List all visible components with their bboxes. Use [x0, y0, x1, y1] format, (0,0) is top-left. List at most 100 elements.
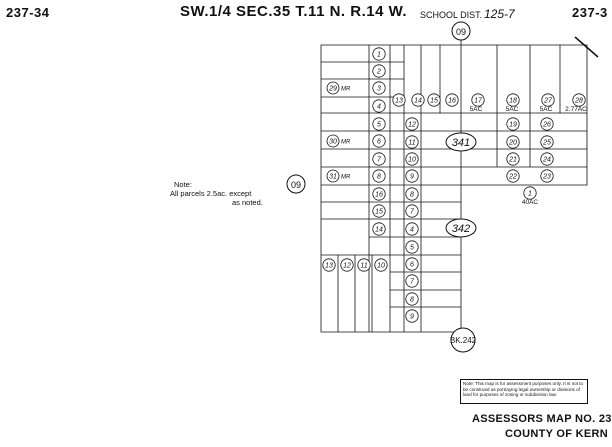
acreage-label: 2.77AC [565, 106, 587, 113]
parcel-circle [405, 152, 419, 166]
parcel-number: 13 [325, 263, 333, 270]
parcel-circle [372, 64, 386, 78]
note-line-1: Note: [174, 180, 192, 189]
parcel-circle [540, 117, 554, 131]
parcel-number: 8 [410, 192, 414, 199]
parcel-number: 7 [410, 279, 415, 286]
note-line-3: as noted. [232, 198, 263, 207]
parcel-circle [372, 117, 386, 131]
block-oval [445, 218, 477, 238]
parcel-number: 26 [542, 122, 551, 129]
parcel-number: 10 [377, 263, 385, 270]
parcel-circle [340, 258, 354, 272]
parcel-circle [506, 135, 520, 149]
parcel-number: 11 [360, 263, 367, 270]
school-district-label: SCHOOL DIST. [420, 10, 483, 20]
road-marker-circle [286, 174, 306, 194]
parcel-number: 6 [377, 139, 381, 146]
parcel-number: 7 [377, 157, 382, 164]
parcel-circle [506, 152, 520, 166]
parcel-circle [405, 169, 419, 183]
note-line-2: All parcels 2.5ac. except [170, 189, 252, 198]
block-341: 341 [452, 137, 470, 149]
block-342: 342 [452, 223, 470, 235]
parcel-circle [372, 187, 386, 201]
parcel-number: 14 [375, 227, 383, 234]
parcel-circle [572, 93, 586, 107]
mr-circle [326, 134, 340, 148]
parcel-number: 22 [508, 174, 517, 181]
parcel-circle [322, 258, 336, 272]
parcel-number: 9 [410, 174, 414, 181]
parcel-number: 23 [542, 174, 551, 181]
parcel-number: 9 [410, 314, 414, 321]
county-name: COUNTY OF KERN [505, 428, 609, 440]
mr-suffix: MR [341, 140, 351, 146]
parcel-circle [372, 81, 386, 95]
parcel-number: 27 [543, 98, 553, 105]
parcel-circle [405, 257, 419, 271]
parcel-circle [471, 93, 485, 107]
parcel-number: 21 [508, 157, 517, 164]
mr-circle [326, 81, 340, 95]
parcel-number: 16 [375, 192, 383, 199]
parcel-number: 15 [430, 98, 438, 105]
block-oval [445, 132, 477, 152]
parcel-number: 1 [377, 52, 381, 59]
parcel-circle [506, 93, 520, 107]
parcel-circle [405, 204, 419, 218]
road-marker-west: 09 [291, 180, 301, 190]
book-ref-circle [450, 327, 476, 353]
parcel-number: 12 [408, 122, 416, 129]
parcel-circle [445, 93, 459, 107]
parcel-circle [427, 93, 441, 107]
road-marker-circle [451, 21, 471, 41]
left-page-ref: 237-34 [6, 5, 50, 20]
parcel-circle [540, 152, 554, 166]
parcel-circle [506, 169, 520, 183]
map-boundary [320, 44, 588, 333]
parcel-number: 24 [542, 157, 551, 164]
mr-number: 31 [329, 174, 337, 181]
parcel-number: 8 [377, 174, 381, 181]
mr-suffix: MR [341, 175, 351, 181]
parcel-number: 3 [377, 86, 381, 93]
parcel-number: 8 [410, 297, 414, 304]
parcel-circle [506, 117, 520, 131]
parcel-number: 1 [528, 191, 532, 198]
map-line [574, 36, 599, 58]
parcel-number: 18 [509, 98, 517, 105]
parcel-circle [405, 274, 419, 288]
acreage-label: 40AC [522, 199, 539, 206]
parcel-circle [372, 99, 386, 113]
parcel-circle [372, 169, 386, 183]
mr-number: 30 [329, 139, 337, 146]
disclaimer-box: Note: This map is for assessment purpose… [460, 379, 588, 404]
parcel-number: 28 [574, 98, 583, 105]
parcel-number: 12 [343, 263, 351, 270]
parcel-number: 10 [408, 157, 416, 164]
parcel-number: 2 [376, 69, 381, 76]
parcel-circle [405, 309, 419, 323]
acreage-label: 5AC [506, 106, 519, 113]
parcel-circle [405, 240, 419, 254]
school-district-value: 125-7 [484, 7, 515, 21]
map-title: SW.1/4 SEC.35 T.11 N. R.14 W. [180, 3, 408, 20]
mr-circle [326, 169, 340, 183]
parcel-number: 17 [474, 98, 483, 105]
parcel-circle [405, 117, 419, 131]
parcel-number: 5 [410, 245, 414, 252]
mr-suffix: MR [341, 87, 351, 93]
parcel-number: 15 [375, 209, 383, 216]
parcel-number: 7 [410, 209, 415, 216]
parcel-circle [405, 292, 419, 306]
parcel-circle [372, 47, 386, 61]
parcel-circle [372, 152, 386, 166]
parcel-circle [405, 222, 419, 236]
mr-number: 29 [328, 86, 337, 93]
parcel-circle [372, 222, 386, 236]
parcel-circle [374, 258, 388, 272]
parcel-number: 20 [508, 140, 517, 147]
